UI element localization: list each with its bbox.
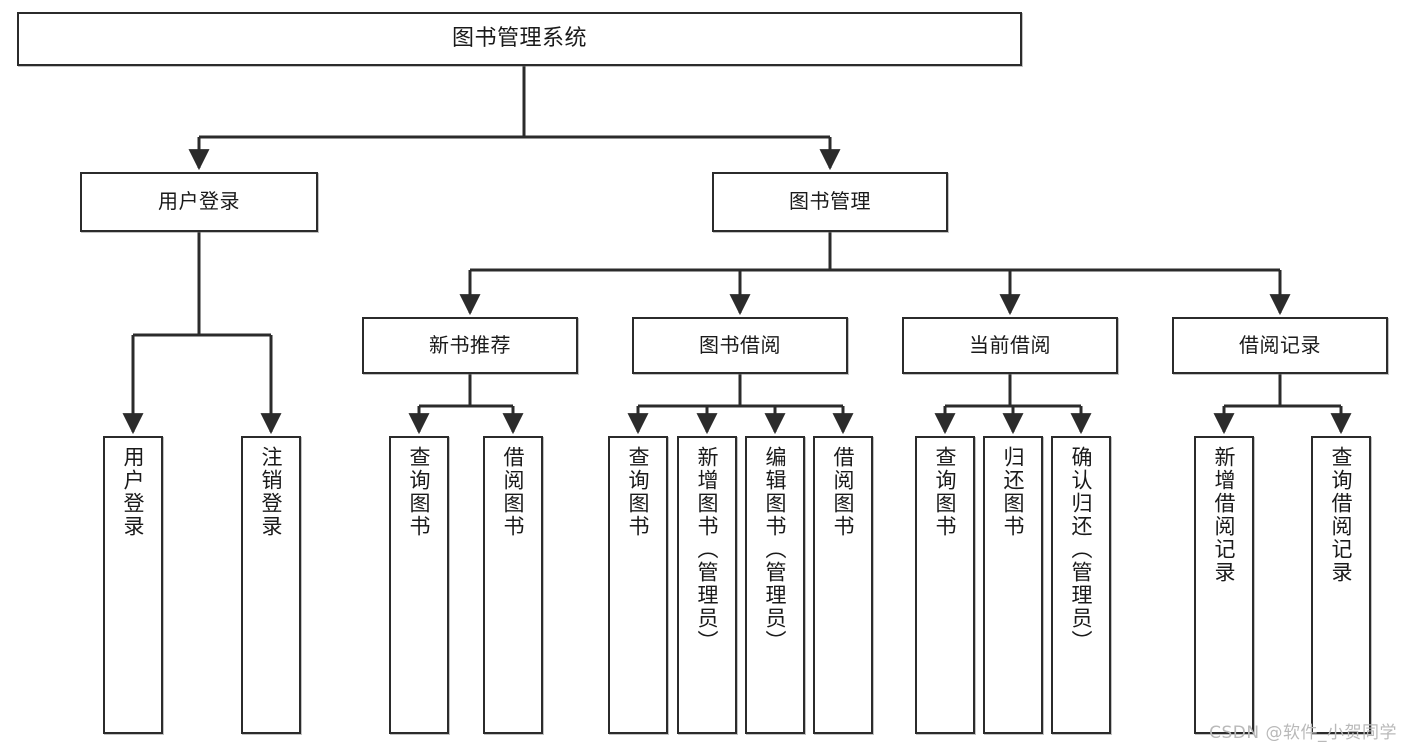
node-label: 借阅图书 bbox=[501, 446, 526, 538]
node-leaf-user-login[interactable]: 用户登录 bbox=[103, 436, 163, 734]
node-label: 借阅记录 bbox=[1239, 332, 1321, 357]
node-label: 图书管理 bbox=[789, 189, 871, 214]
node-label: 新增借阅记录 bbox=[1212, 446, 1237, 584]
node-label: 归还图书 bbox=[1001, 446, 1026, 538]
node-label: 图书管理系统 bbox=[451, 26, 587, 52]
node-label: 当前借阅 bbox=[969, 332, 1051, 357]
node-label: 用户登录 bbox=[121, 446, 146, 538]
node-new-book-recommend[interactable]: 新书推荐 bbox=[362, 317, 578, 374]
node-label: 编辑图书（管理员） bbox=[763, 446, 788, 653]
node-leaf-confirm-return[interactable]: 确认归还（管理员） bbox=[1051, 436, 1111, 734]
node-current-borrow[interactable]: 当前借阅 bbox=[902, 317, 1118, 374]
node-label: 确认归还（管理员） bbox=[1069, 446, 1094, 653]
node-leaf-query-book-2[interactable]: 查询图书 bbox=[608, 436, 668, 734]
node-leaf-edit-book[interactable]: 编辑图书（管理员） bbox=[745, 436, 805, 734]
node-leaf-logout[interactable]: 注销登录 bbox=[241, 436, 301, 734]
watermark-text: CSDN @软件_小贺同学 bbox=[1209, 723, 1397, 743]
node-leaf-borrow-book-1[interactable]: 借阅图书 bbox=[483, 436, 543, 734]
node-leaf-add-record[interactable]: 新增借阅记录 bbox=[1194, 436, 1254, 734]
node-book-manage[interactable]: 图书管理 bbox=[712, 172, 948, 232]
node-label: 查询借阅记录 bbox=[1329, 446, 1354, 584]
node-label: 注销登录 bbox=[259, 446, 284, 538]
node-label: 查询图书 bbox=[407, 446, 432, 538]
node-label: 新书推荐 bbox=[429, 332, 511, 357]
node-leaf-return-book[interactable]: 归还图书 bbox=[983, 436, 1043, 734]
node-borrow-record[interactable]: 借阅记录 bbox=[1172, 317, 1388, 374]
node-leaf-borrow-book-2[interactable]: 借阅图书 bbox=[813, 436, 873, 734]
node-label: 查询图书 bbox=[933, 446, 958, 538]
node-leaf-query-record[interactable]: 查询借阅记录 bbox=[1311, 436, 1371, 734]
node-label: 查询图书 bbox=[626, 446, 651, 538]
node-leaf-query-book-3[interactable]: 查询图书 bbox=[915, 436, 975, 734]
node-root-system[interactable]: 图书管理系统 bbox=[17, 12, 1022, 66]
node-book-borrow[interactable]: 图书借阅 bbox=[632, 317, 848, 374]
node-user-login[interactable]: 用户登录 bbox=[80, 172, 318, 232]
node-leaf-add-book[interactable]: 新增图书（管理员） bbox=[677, 436, 737, 734]
node-leaf-query-book-1[interactable]: 查询图书 bbox=[389, 436, 449, 734]
node-label: 图书借阅 bbox=[699, 332, 781, 357]
node-label: 借阅图书 bbox=[831, 446, 856, 538]
node-label: 新增图书（管理员） bbox=[695, 446, 720, 653]
node-label: 用户登录 bbox=[158, 189, 240, 214]
